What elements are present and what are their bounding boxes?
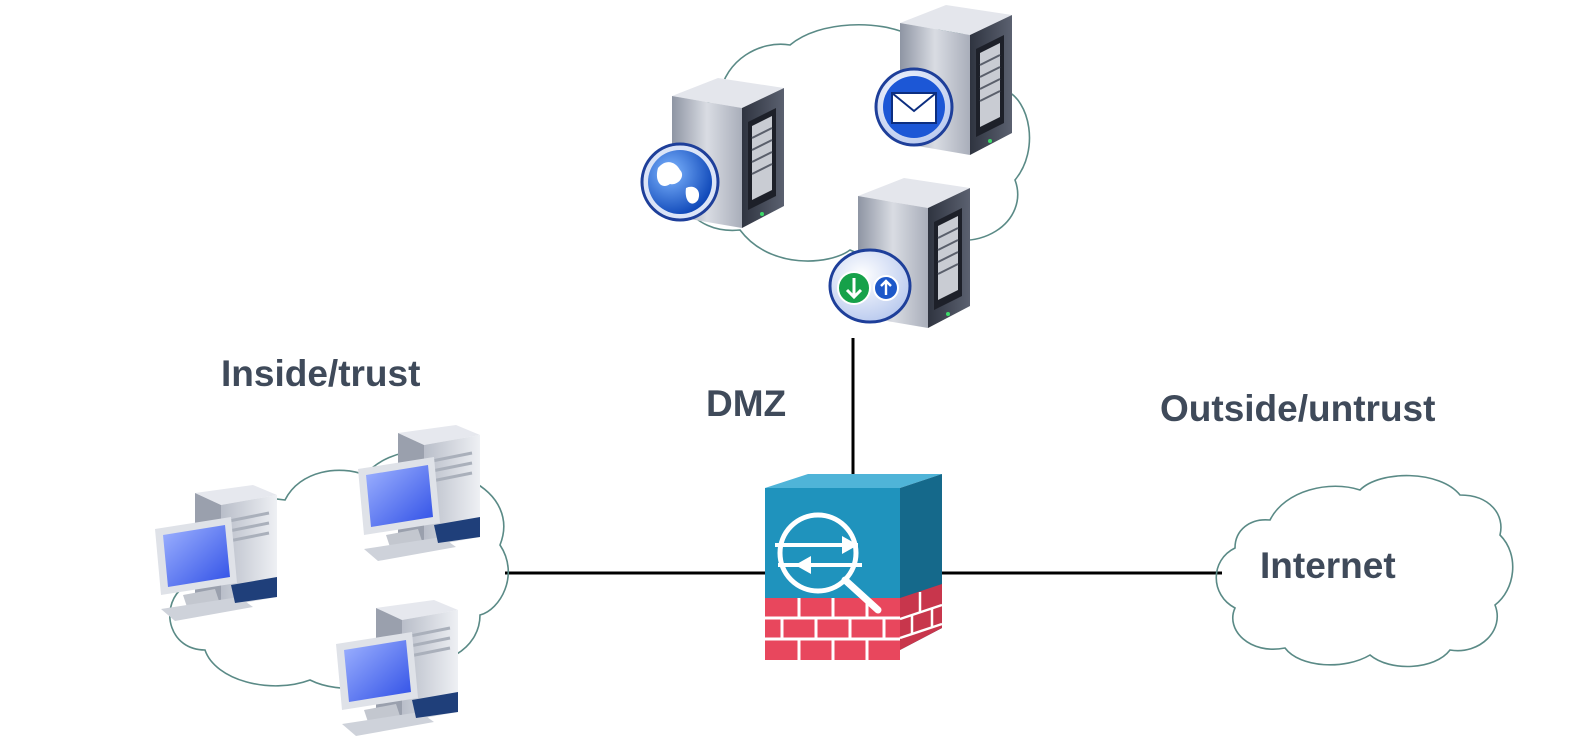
web-server-icon xyxy=(640,77,785,229)
workstation-icon xyxy=(356,423,482,563)
dmz-zone-label: DMZ xyxy=(706,383,786,424)
workstation-icon xyxy=(334,598,460,738)
internet-cloud xyxy=(1215,474,1514,668)
outside-zone-label: Outside/untrust xyxy=(1160,388,1435,429)
internet-label: Internet xyxy=(1260,545,1396,586)
ftp-server-icon xyxy=(828,177,971,329)
firewall-icon xyxy=(765,474,943,660)
mail-server-icon xyxy=(874,4,1013,156)
inside-zone-label: Inside/trust xyxy=(221,353,420,394)
